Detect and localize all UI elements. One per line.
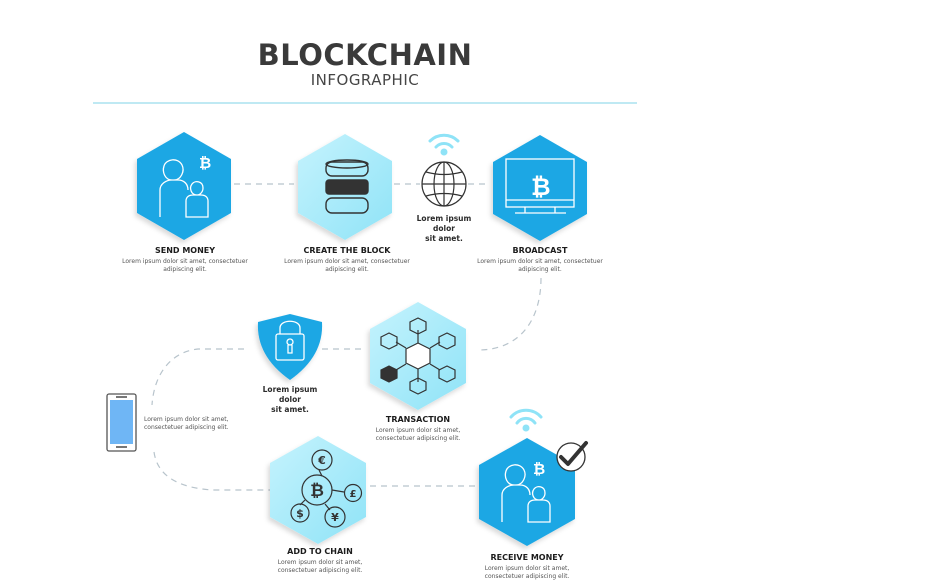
yen-glyph: ¥: [331, 511, 339, 524]
database-icon: [325, 159, 369, 214]
caption-globe: Lorem ipsum dolor sit amet.: [416, 214, 472, 243]
shield-lock-icon: [257, 314, 323, 380]
step-desc: Lorem ipsum dolor sit amet, consectetuer…: [122, 258, 248, 273]
page-title: BLOCKCHAIN: [257, 38, 473, 72]
step-title: CREATE THE BLOCK: [303, 246, 391, 255]
step-title: SEND MONEY: [154, 246, 216, 255]
bitcoin-glyph: ₿: [531, 173, 551, 201]
hexagon-network-icon: [380, 317, 456, 395]
dollar-glyph: $: [296, 507, 304, 520]
step-receive-money: RECEIVE MONEY Lorem ipsum dolor sit amet…: [452, 553, 602, 581]
currency-network-icon: [290, 449, 363, 528]
create-block-node: [298, 134, 392, 240]
step-desc: Lorem ipsum dolor sit amet, consectetuer…: [484, 565, 570, 580]
smartphone-icon: [106, 393, 137, 452]
monitor-bitcoin-icon: [505, 158, 575, 214]
step-desc: Lorem ipsum dolor sit amet, consectetuer…: [284, 258, 410, 273]
users-bitcoin-icon: [159, 159, 209, 218]
bitcoin-glyph: ₿: [199, 154, 211, 172]
wifi-icon: [509, 408, 543, 425]
step-title: RECEIVE MONEY: [490, 553, 564, 562]
hexagon-shape: [479, 438, 575, 546]
pound-glyph: £: [350, 489, 357, 500]
transaction-node: [370, 302, 466, 410]
step-send-money: SEND MONEY Lorem ipsum dolor sit amet, c…: [110, 246, 260, 274]
globe-wifi-icon: [421, 133, 467, 207]
step-create-block: CREATE THE BLOCK Lorem ipsum dolor sit a…: [272, 246, 422, 274]
add-to-chain-node: € ₿ £ $ ¥: [270, 436, 366, 544]
hexagon-shape: [137, 132, 231, 240]
users-bitcoin-icon: [501, 464, 551, 523]
step-title: TRANSACTION: [385, 415, 451, 424]
page-subtitle: INFOGRAPHIC: [310, 71, 420, 89]
hexagon-shape: [270, 436, 366, 544]
caption-shield: Lorem ipsum dolor sit amet.: [262, 385, 318, 414]
step-desc: Lorem ipsum dolor sit amet, consectetuer…: [477, 258, 603, 273]
send-money-node: ₿: [137, 132, 231, 240]
hexagon-shape: [493, 135, 587, 241]
caption-phone: Lorem ipsum dolor sit amet, consectetuer…: [144, 416, 229, 431]
euro-glyph: €: [317, 454, 326, 467]
step-desc: Lorem ipsum dolor sit amet, consectetuer…: [375, 427, 461, 442]
receive-money-node: ₿: [479, 408, 588, 546]
step-desc: Lorem ipsum dolor sit amet, consectetuer…: [277, 559, 363, 574]
checkmark-badge-icon: [556, 441, 588, 472]
bitcoin-glyph: ₿: [533, 460, 545, 478]
broadcast-node: ₿: [493, 135, 587, 241]
step-title: BROADCAST: [512, 246, 568, 255]
step-broadcast: BROADCAST Lorem ipsum dolor sit amet, co…: [465, 246, 615, 274]
dashed-connectors: [151, 183, 542, 491]
title-divider: [93, 102, 637, 104]
step-add-to-chain: ADD TO CHAIN Lorem ipsum dolor sit amet,…: [245, 547, 395, 575]
bitcoin-glyph: ₿: [310, 481, 324, 501]
step-transaction: TRANSACTION Lorem ipsum dolor sit amet, …: [343, 415, 493, 443]
step-title: ADD TO CHAIN: [287, 547, 353, 556]
